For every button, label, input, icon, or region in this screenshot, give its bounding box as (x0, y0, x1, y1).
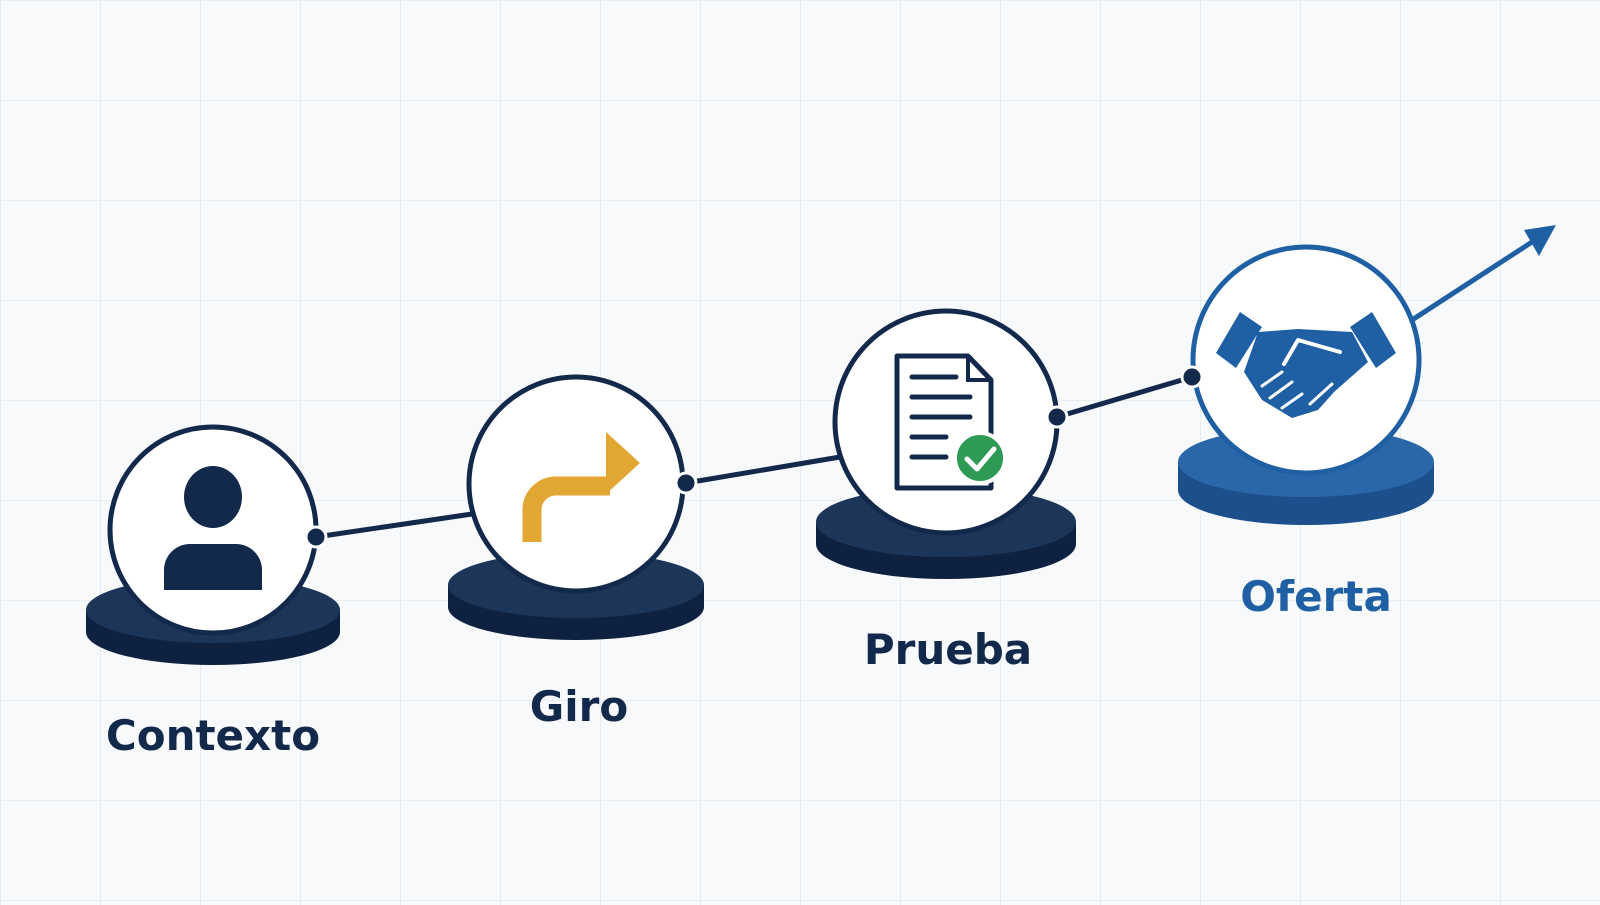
step-label-oferta: Oferta (1240, 572, 1392, 621)
step-label-contexto: Contexto (106, 711, 320, 760)
connector-contexto-giro (315, 511, 473, 540)
step-label-giro: Giro (530, 682, 628, 731)
turn-arrow-icon (522, 432, 640, 542)
growth-arrow-head (1524, 225, 1556, 256)
step-giro: Giro (448, 374, 704, 731)
growth-arrow-line (1410, 239, 1534, 323)
step-contexto: Contexto (86, 424, 340, 760)
step-prueba: Prueba (816, 308, 1076, 674)
connector-dot-1 (304, 525, 328, 549)
handshake-icon (1216, 312, 1396, 418)
step-label-prueba: Prueba (864, 625, 1032, 674)
connector-dot-4 (1180, 365, 1204, 389)
person-icon (164, 466, 262, 590)
node-circle-contexto (107, 424, 319, 636)
connector-dot-3 (1045, 405, 1069, 429)
connector-giro-prueba (685, 454, 841, 486)
connector-prueba-oferta (1056, 374, 1193, 420)
connector-lines (315, 225, 1556, 540)
connector-dot-2 (674, 471, 698, 495)
step-oferta: Oferta (1178, 244, 1434, 621)
document-check-icon (894, 353, 1007, 491)
